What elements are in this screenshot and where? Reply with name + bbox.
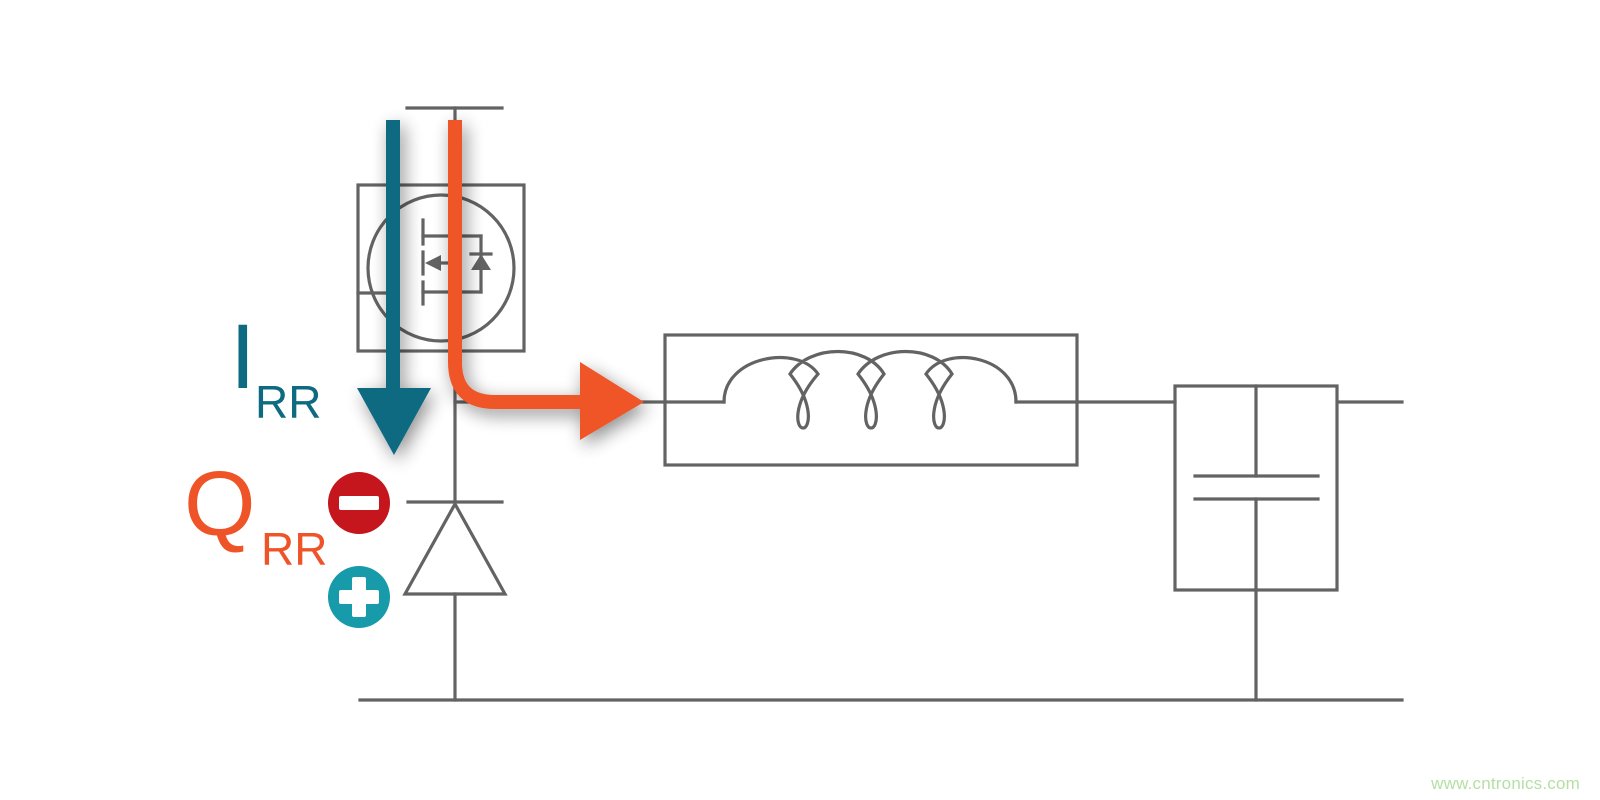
irr-current-arrow — [357, 120, 431, 455]
irr-label-subscript: RR — [255, 376, 321, 428]
watermark-text: www.cntronics.com — [1431, 774, 1580, 793]
capacitor-symbol — [1173, 384, 1339, 592]
irr-label-main: I — [230, 306, 256, 408]
qrr-current-arrow — [448, 120, 644, 440]
qrr-label-main: Q — [184, 453, 256, 555]
plus-badge-icon — [328, 566, 390, 628]
minus-badge-icon — [328, 472, 390, 534]
mosfet-symbol — [356, 183, 526, 353]
qrr-label: Q RR — [184, 453, 327, 575]
qrr-label-subscript: RR — [261, 523, 327, 575]
diode-symbol — [402, 500, 508, 596]
irr-label: I RR — [230, 306, 321, 428]
inductor-symbol — [663, 333, 1079, 467]
